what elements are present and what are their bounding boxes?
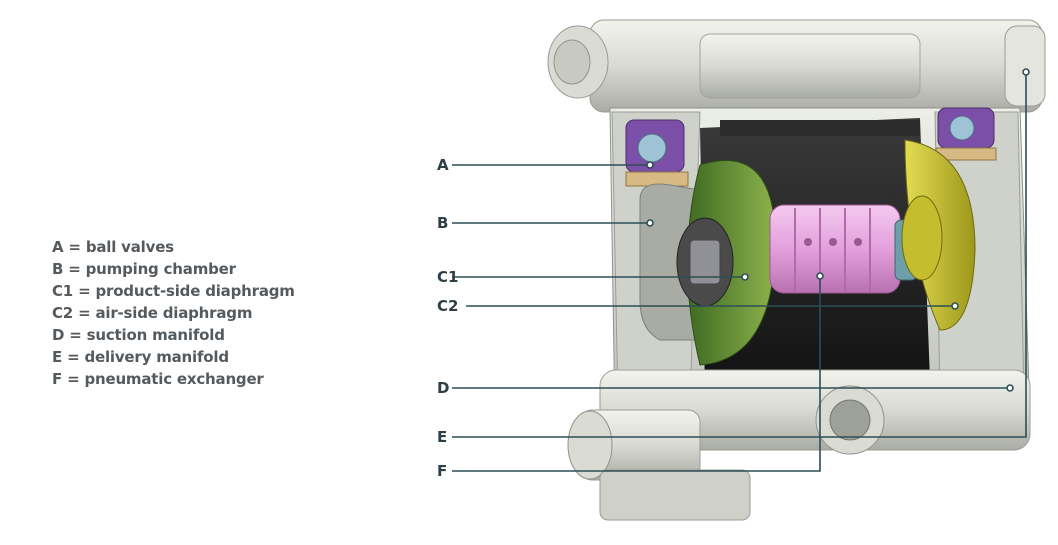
delivery-manifold [547,19,1046,113]
legend-item-c2: C2 = air-side diaphragm [52,304,253,322]
leader-dot-f [816,272,824,280]
legend-item-a: A = ball valves [52,238,174,256]
suction-manifold [567,369,1031,521]
leader-line-f [452,276,821,472]
callout-label-c2: C2 [437,297,459,315]
legend-item-c1: C1 = product-side diaphragm [52,282,295,300]
callout-label-b: B [437,214,449,232]
leader-dot-e [1022,68,1030,76]
leader-dot-d [1006,384,1014,392]
product-side-diaphragm [676,160,776,366]
ball-valve-left [625,119,689,187]
leader-dot-b [646,219,654,227]
ball-valve-right [935,107,997,161]
leader-dot-c2 [951,302,959,310]
legend-list: A = ball valves B = pumping chamber C1 =… [52,236,295,390]
legend-item-d: D = suction manifold [52,326,225,344]
leader-dot-a [646,161,654,169]
legend-item-e: E = delivery manifold [52,348,229,366]
callout-label-e: E [437,428,448,446]
air-side-diaphragm [901,139,976,331]
callout-leader-lines [452,68,1030,472]
callout-label-a: A [437,156,449,174]
pneumatic-exchanger [769,204,918,294]
callout-label-f: F [437,462,448,480]
leader-line-e [452,72,1027,438]
leader-dot-c1 [741,273,749,281]
legend-item-f: F = pneumatic exchanger [52,370,264,388]
callout-label-c1: C1 [437,268,459,286]
callout-label-d: D [437,379,450,397]
legend-item-b: B = pumping chamber [52,260,236,278]
